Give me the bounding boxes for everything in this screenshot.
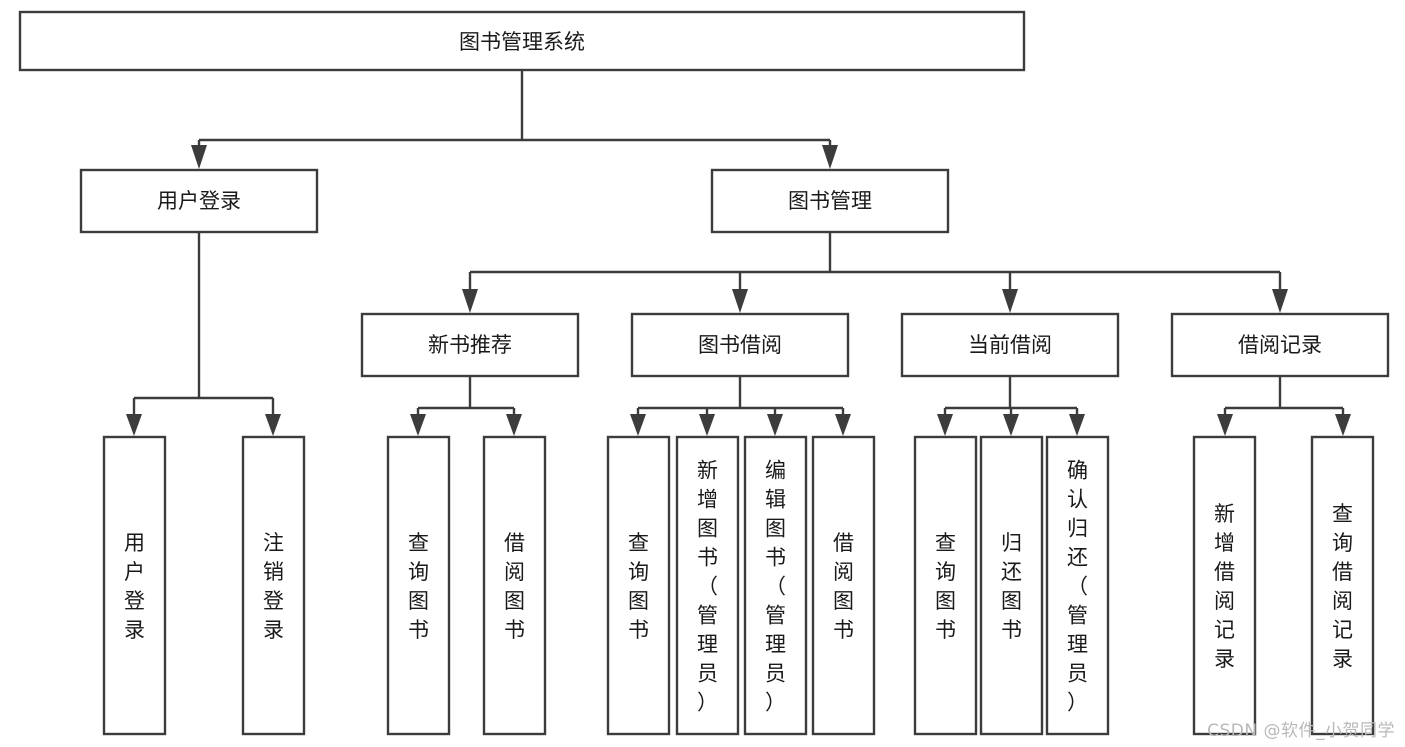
node-label: 借阅图书 bbox=[504, 531, 525, 642]
node-book-management[interactable]: 图书管理 bbox=[710, 168, 950, 234]
node-label: 借阅图书 bbox=[833, 531, 854, 642]
node-root[interactable]: 图书管理系统 bbox=[18, 10, 1026, 72]
node-leaf-current-return-book[interactable]: 归还图书 bbox=[979, 435, 1044, 736]
node-label: 确认归还（管理员） bbox=[1067, 459, 1088, 715]
node-label: 注销登录 bbox=[263, 531, 284, 642]
node-label: 查询借阅记录 bbox=[1332, 502, 1353, 671]
node-book-borrow[interactable]: 图书借阅 bbox=[630, 312, 850, 378]
arrowhead-icon bbox=[410, 414, 426, 436]
arrowhead-icon bbox=[1335, 414, 1351, 436]
node-leaf-borrow-edit-book[interactable]: 编辑图书（管理员） bbox=[743, 435, 808, 736]
node-borrow-record[interactable]: 借阅记录 bbox=[1170, 312, 1390, 378]
node-label: 图书管理 bbox=[788, 189, 872, 213]
node-leaf-borrow-query-book[interactable]: 查询图书 bbox=[606, 435, 671, 736]
arrowhead-icon bbox=[835, 414, 851, 436]
leaf-node-layer: 用户登录 注销登录 查询图书 借阅图书 查询图书 新增图书（管理员） 编辑图书（管理员） 借阅… bbox=[102, 435, 1375, 736]
node-leaf-recommend-query-book[interactable]: 查询图书 bbox=[386, 435, 451, 736]
node-label: 查询图书 bbox=[935, 531, 956, 642]
node-box[interactable] bbox=[811, 435, 876, 736]
arrowhead-icon bbox=[1069, 414, 1085, 436]
node-box[interactable] bbox=[710, 168, 950, 234]
node-leaf-user-login[interactable]: 用户登录 bbox=[102, 435, 167, 736]
arrowhead-icon bbox=[191, 145, 207, 169]
node-leaf-borrow-add-book[interactable]: 新增图书（管理员） bbox=[675, 435, 740, 736]
node-box[interactable] bbox=[1192, 435, 1257, 736]
node-label: 用户登录 bbox=[124, 531, 145, 642]
arrowhead-icon bbox=[1003, 414, 1019, 436]
arrowhead-icon bbox=[506, 414, 522, 436]
node-leaf-current-query-book[interactable]: 查询图书 bbox=[913, 435, 978, 736]
node-box[interactable] bbox=[900, 312, 1120, 378]
node-label: 编辑图书（管理员） bbox=[765, 459, 786, 715]
node-box[interactable] bbox=[1170, 312, 1390, 378]
arrowhead-icon bbox=[630, 414, 646, 436]
node-label: 新增图书（管理员） bbox=[697, 459, 718, 715]
node-label: 归还图书 bbox=[1001, 531, 1022, 642]
node-label: 图书管理系统 bbox=[459, 30, 585, 54]
node-leaf-current-confirm-return[interactable]: 确认归还（管理员） bbox=[1045, 435, 1110, 736]
node-box[interactable] bbox=[913, 435, 978, 736]
arrowhead-icon bbox=[732, 289, 748, 313]
node-new-book-recommend[interactable]: 新书推荐 bbox=[360, 312, 580, 378]
arrowhead-icon bbox=[1272, 289, 1288, 313]
node-leaf-recommend-borrow-book[interactable]: 借阅图书 bbox=[482, 435, 547, 736]
node-user-login[interactable]: 用户登录 bbox=[79, 168, 319, 234]
node-box[interactable] bbox=[1045, 435, 1110, 736]
node-box[interactable] bbox=[79, 168, 319, 234]
node-label: 新增借阅记录 bbox=[1214, 502, 1235, 671]
node-box[interactable] bbox=[1310, 435, 1375, 736]
arrowhead-icon bbox=[699, 414, 715, 436]
arrowhead-icon bbox=[462, 289, 478, 313]
node-box[interactable] bbox=[360, 312, 580, 378]
node-box[interactable] bbox=[102, 435, 167, 736]
node-box[interactable] bbox=[979, 435, 1044, 736]
node-box[interactable] bbox=[675, 435, 740, 736]
node-box[interactable] bbox=[386, 435, 451, 736]
node-label: 图书借阅 bbox=[698, 333, 782, 357]
connector-borrow-to-leaves bbox=[630, 376, 851, 436]
connector-book-management-to-level3 bbox=[462, 232, 1288, 313]
node-box[interactable] bbox=[743, 435, 808, 736]
node-label: 当前借阅 bbox=[968, 333, 1052, 357]
node-box[interactable] bbox=[606, 435, 671, 736]
connector-current-to-leaves bbox=[937, 376, 1085, 436]
connector-root-to-level2 bbox=[191, 70, 838, 169]
arrowhead-icon bbox=[767, 414, 783, 436]
connector-record-to-leaves bbox=[1217, 376, 1351, 436]
node-box[interactable] bbox=[482, 435, 547, 736]
node-label: 用户登录 bbox=[157, 189, 241, 213]
arrowhead-icon bbox=[1217, 414, 1233, 436]
connector-user-login-to-leaves bbox=[126, 232, 281, 436]
node-box[interactable] bbox=[18, 10, 1026, 72]
node-leaf-borrow-borrow-book[interactable]: 借阅图书 bbox=[811, 435, 876, 736]
arrowhead-icon bbox=[822, 145, 838, 169]
node-leaf-record-query[interactable]: 查询借阅记录 bbox=[1310, 435, 1375, 736]
node-box[interactable] bbox=[630, 312, 850, 378]
node-box[interactable] bbox=[241, 435, 306, 736]
arrowhead-icon bbox=[937, 414, 953, 436]
arrowhead-icon bbox=[1002, 289, 1018, 313]
node-label: 查询图书 bbox=[628, 531, 649, 642]
arrowhead-icon bbox=[126, 414, 142, 436]
node-leaf-record-add[interactable]: 新增借阅记录 bbox=[1192, 435, 1257, 736]
arrowhead-icon bbox=[265, 414, 281, 436]
node-label: 借阅记录 bbox=[1238, 333, 1322, 357]
node-current-borrow[interactable]: 当前借阅 bbox=[900, 312, 1120, 378]
connector-recommend-to-leaves bbox=[410, 376, 522, 436]
node-leaf-user-logout[interactable]: 注销登录 bbox=[241, 435, 306, 736]
node-label: 新书推荐 bbox=[428, 333, 512, 357]
node-label: 查询图书 bbox=[408, 531, 429, 642]
